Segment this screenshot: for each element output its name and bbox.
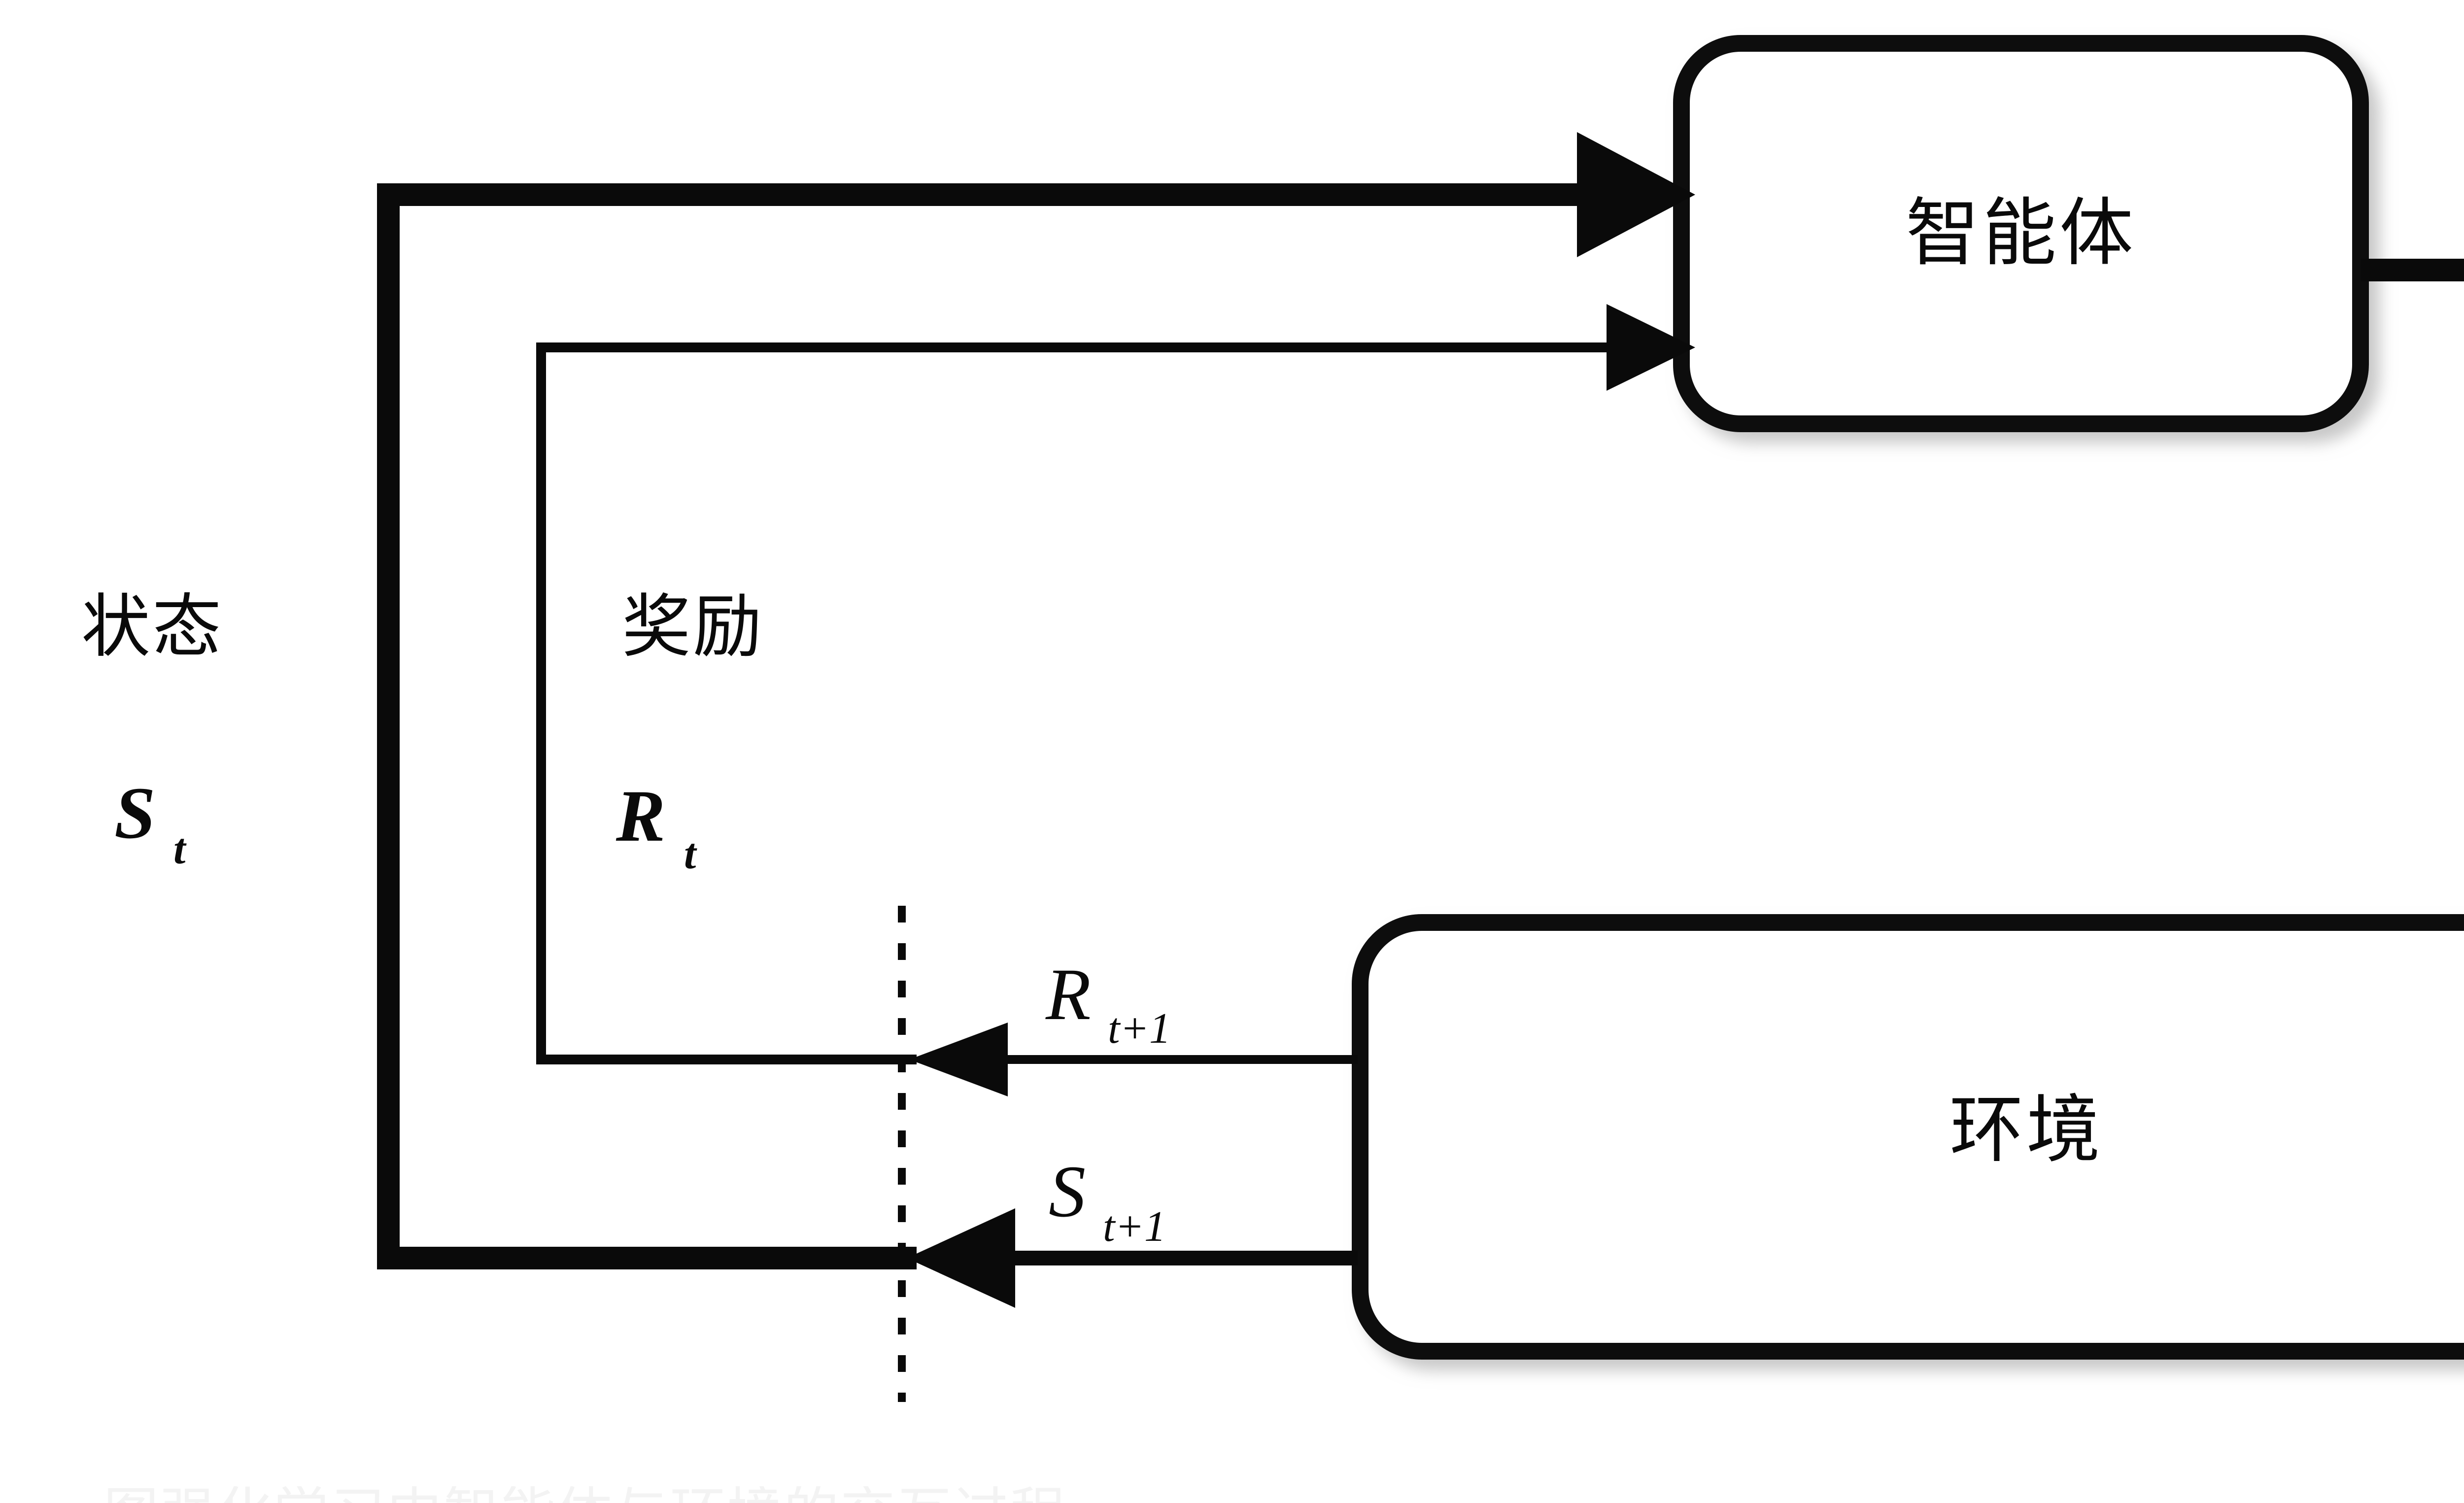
state-label-group: 状态 S t xyxy=(81,589,223,873)
state-rail xyxy=(377,183,1631,1269)
reward-label-group: 奖励 R t xyxy=(616,589,764,878)
state-next-symbol: S xyxy=(1049,1151,1086,1232)
state-next-arrowhead xyxy=(907,1208,1015,1308)
state-symbol-subscript: t xyxy=(173,825,187,873)
environment-box-label: 环境 xyxy=(1950,1090,2103,1171)
environment-box[interactable] xyxy=(1352,914,2464,1360)
reward-arrowhead-into-agent xyxy=(1607,304,1695,391)
environment-node[interactable]: 环境 xyxy=(1352,914,2464,1360)
reward-symbol-subscript: t xyxy=(684,830,697,878)
reward-next-subscript: t+1 xyxy=(1108,1005,1171,1053)
state-next-label-group: S t+1 xyxy=(1049,1151,1166,1251)
reward-symbol: R xyxy=(616,775,665,857)
state-arrowhead-into-agent xyxy=(1577,132,1695,257)
agent-node[interactable]: 智能体 xyxy=(1673,35,2369,432)
reward-next-symbol: R xyxy=(1045,954,1091,1035)
state-feedback-edge[interactable] xyxy=(377,132,1695,1308)
figure-caption: 图强化学习中智能体与环境的交互过程 xyxy=(103,1486,1680,1503)
reward-feedback-edge[interactable] xyxy=(536,304,1695,1096)
reward-next-label-group: R t+1 xyxy=(1045,954,1171,1053)
figure-caption-text: 图强化学习中智能体与环境的交互过程 xyxy=(103,1486,1067,1503)
reward-rail xyxy=(536,342,1641,1064)
state-symbol: S xyxy=(114,772,155,854)
reward-label-cn: 奖励 xyxy=(622,589,764,666)
agent-box[interactable] xyxy=(1673,35,2369,432)
state-label-cn: 状态 xyxy=(81,589,223,666)
agent-box-label: 智能体 xyxy=(1906,193,2136,274)
state-next-subscript: t+1 xyxy=(1103,1203,1166,1251)
reward-next-arrowhead xyxy=(909,1023,1008,1096)
